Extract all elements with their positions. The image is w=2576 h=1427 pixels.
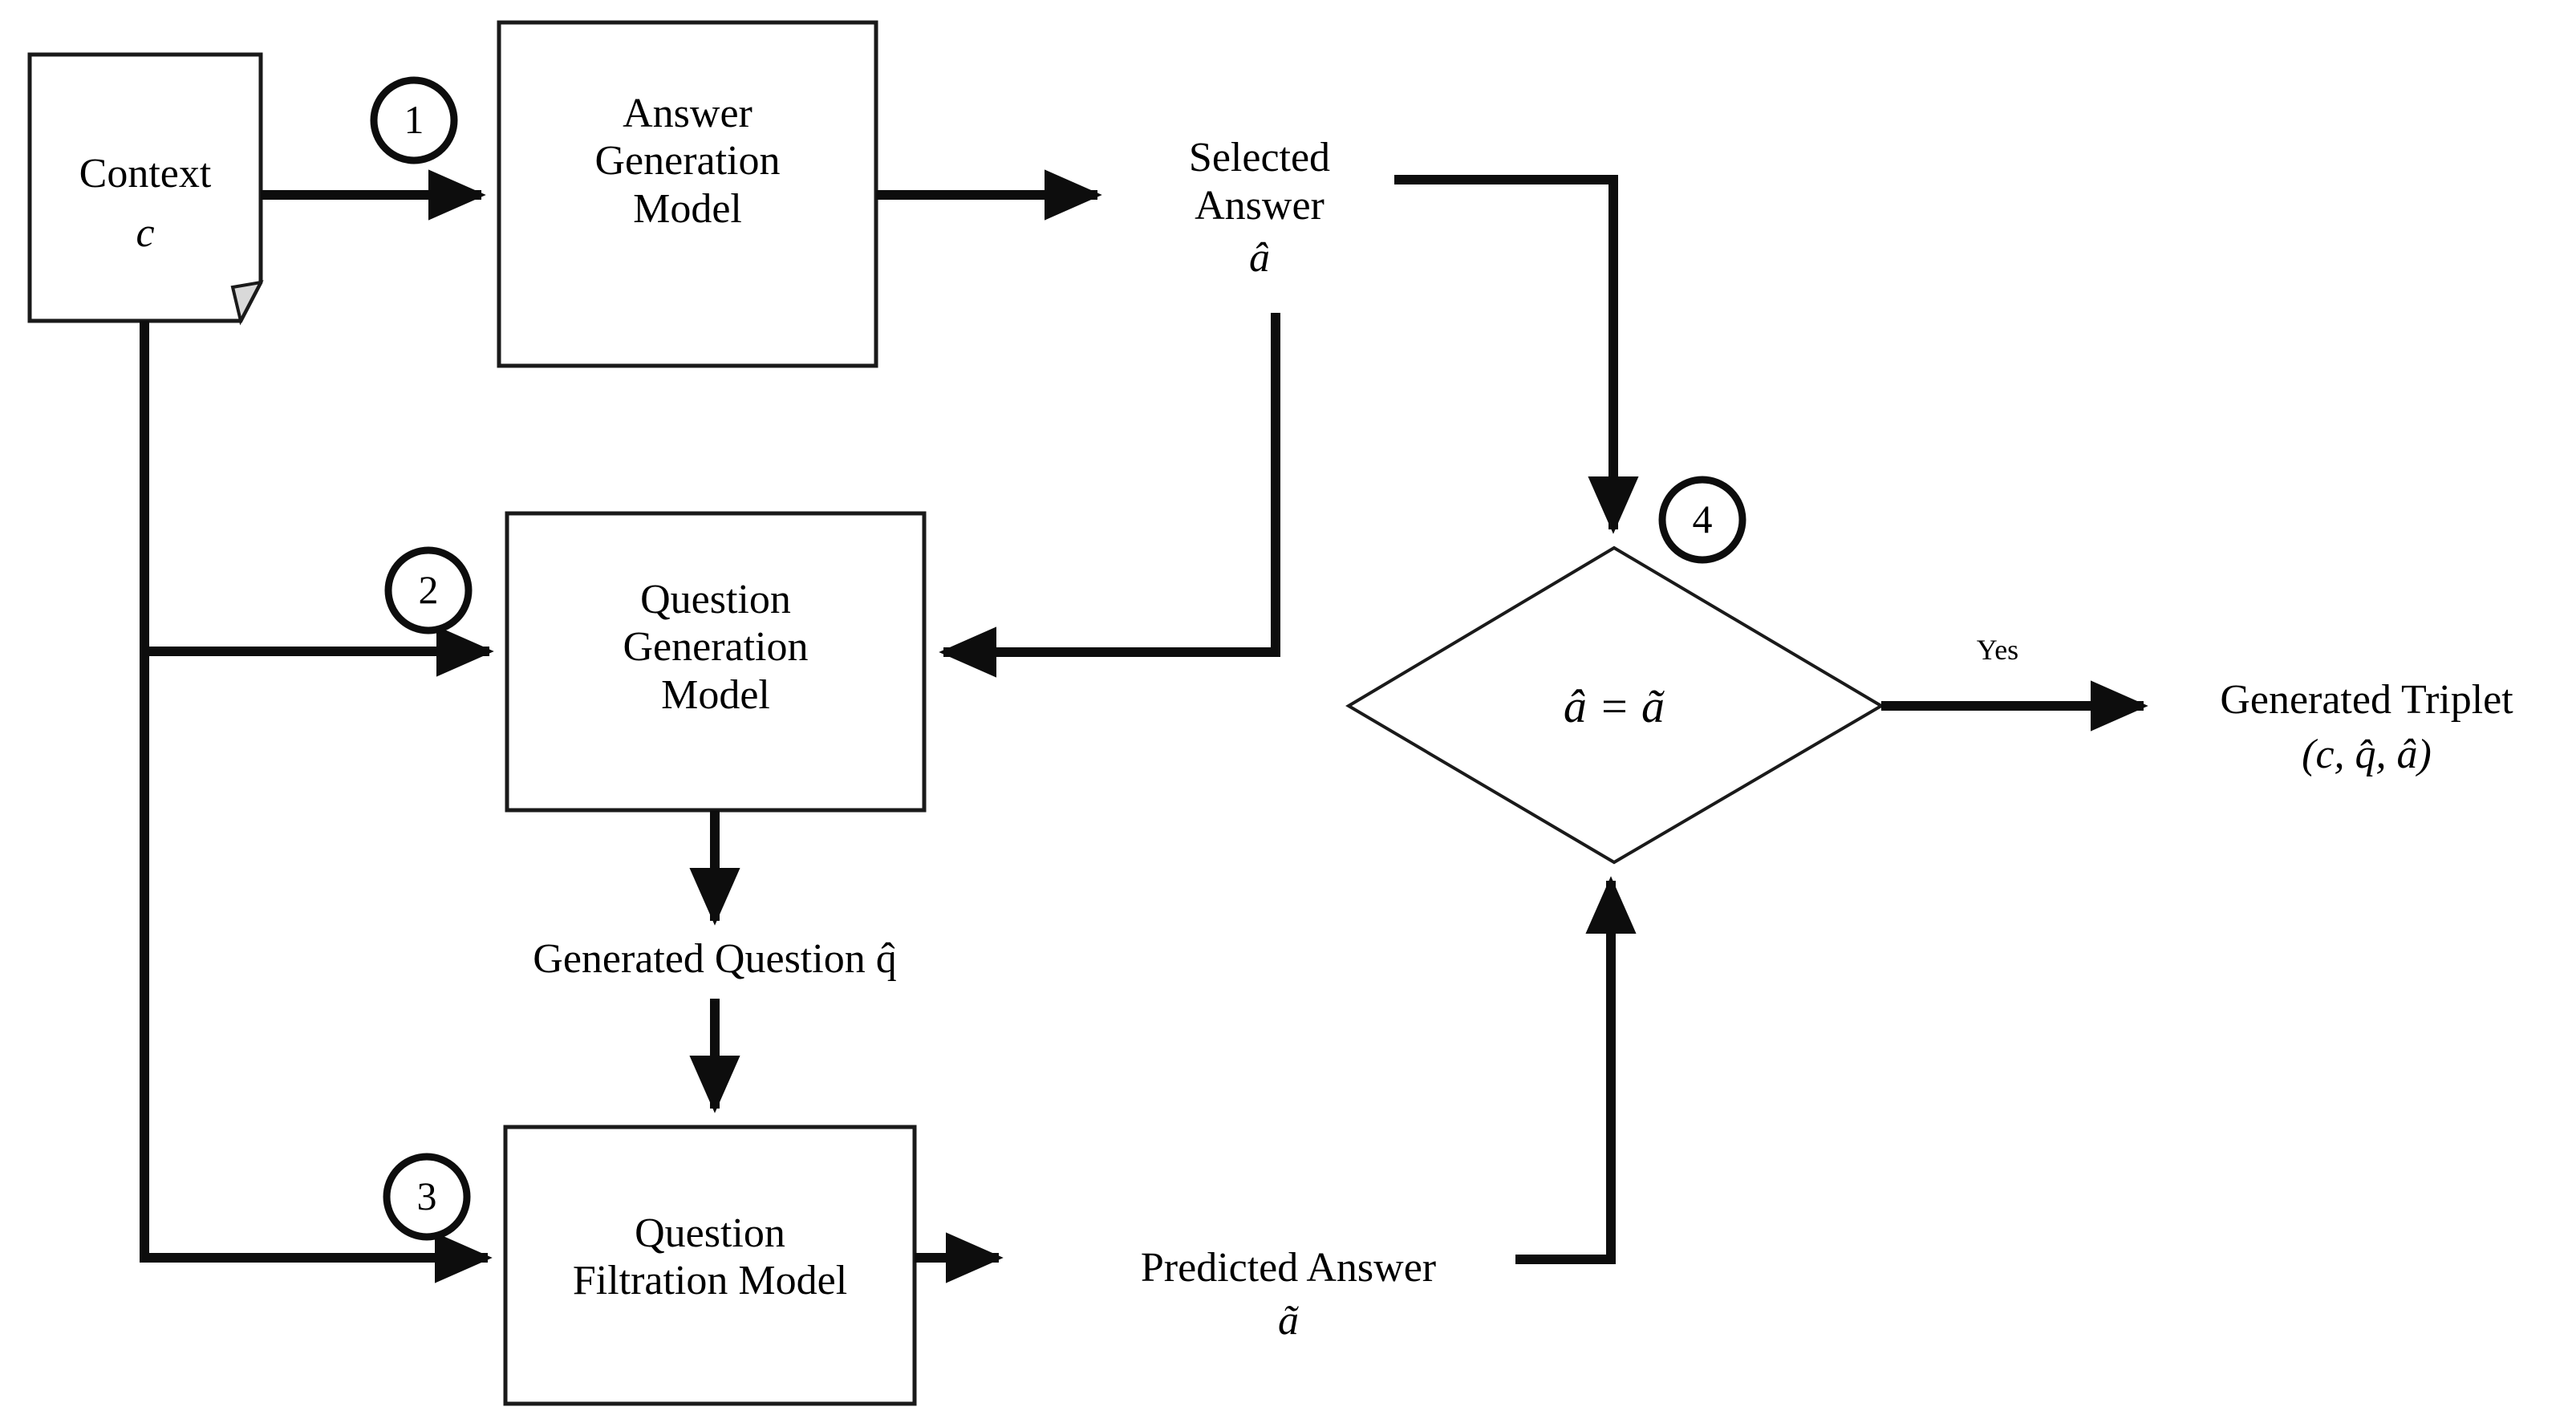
node-answer-generation-shape[interactable] xyxy=(497,20,878,368)
node-answer-generation-label: Answer Generation Model xyxy=(594,91,781,232)
step-marker-2-circle[interactable] xyxy=(384,546,473,634)
edge-predicted-answer-to-decision xyxy=(1515,876,1637,1264)
flow-label-generated-triplet: Generated Triplet (c, q̂, â) xyxy=(2166,629,2567,825)
edge-selected-answer-to-question-generation xyxy=(939,313,1280,678)
flow-label-predicted-answer-symbol: ã xyxy=(1278,1297,1299,1344)
node-question-generation-label: Question Generation Model xyxy=(623,577,809,718)
flow-label-generated-triplet-symbol: (c, q̂, â) xyxy=(2302,731,2432,777)
step-marker-4-number: 4 xyxy=(1692,497,1713,541)
node-question-filtration-label: Question Filtration Model xyxy=(572,1210,848,1304)
flow-label-selected-answer-text: Selected Answer xyxy=(1188,135,1331,229)
edge-label-yes: Yes xyxy=(1976,634,2019,666)
flow-label-predicted-answer: Predicted Answer ã xyxy=(1061,1197,1516,1392)
edge-selected-answer-to-decision xyxy=(1394,175,1639,534)
step-marker-3-circle[interactable] xyxy=(383,1153,471,1241)
step-marker-3-number: 3 xyxy=(416,1174,437,1218)
step-marker-1-number: 1 xyxy=(404,97,424,142)
step-marker-1-circle[interactable] xyxy=(370,76,458,164)
node-decision-shape[interactable] xyxy=(1345,545,1884,865)
flow-label-selected-answer: Selected Answer â xyxy=(1125,87,1394,329)
node-context-shape[interactable] xyxy=(27,52,264,326)
flow-label-generated-question: Generated Question q̂ xyxy=(533,936,897,982)
flow-label-selected-answer-symbol: â xyxy=(1249,234,1270,281)
step-marker-4-circle[interactable] xyxy=(1658,476,1746,564)
flow-label-predicted-answer-text: Predicted Answer xyxy=(1140,1245,1437,1291)
node-context-label: Context c xyxy=(30,103,261,304)
flow-label-generated-triplet-text: Generated Triplet xyxy=(2220,677,2513,724)
node-context-symbol: c xyxy=(136,209,155,256)
node-context-title: Context xyxy=(79,151,212,197)
node-question-filtration-shape[interactable] xyxy=(503,1125,917,1406)
node-decision-label: â = ã xyxy=(1563,680,1665,732)
step-marker-2-number: 2 xyxy=(418,567,439,612)
